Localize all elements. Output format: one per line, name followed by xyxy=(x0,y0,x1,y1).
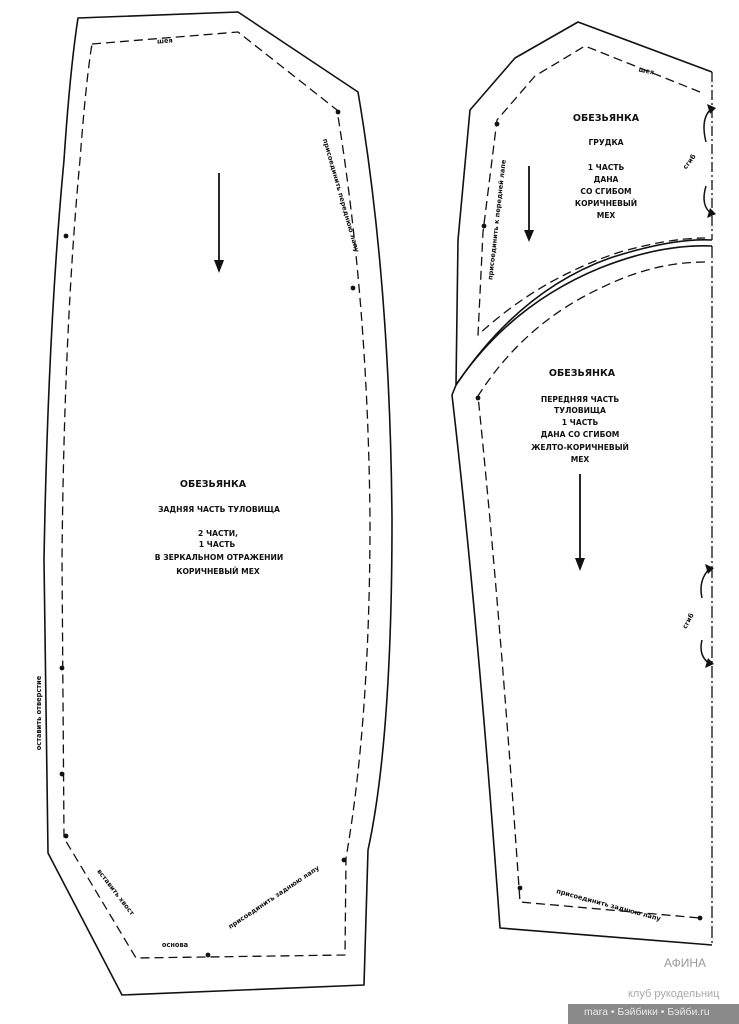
chest-piece-name: ГРУДКА xyxy=(588,138,623,147)
back-edge-attach-back-label: присоединить заднюю лапу xyxy=(227,864,321,931)
watermark-strip xyxy=(568,1004,739,1024)
watermark-subtitle: клуб рукодельниц xyxy=(628,988,720,1000)
chest-piece-line-3: СО СГИБОМ xyxy=(580,187,631,196)
front-piece-name-2: ТУЛОВИЩА xyxy=(554,406,606,415)
back-body-piece: ОБЕЗЬЯНКА ЗАДНЯЯ ЧАСТЬ ТУЛОВИЩА 2 ЧАСТИ,… xyxy=(35,11,393,996)
chest-piece-title: ОБЕЗЬЯНКА xyxy=(573,113,640,124)
front-edge-attach-back-label: присоединить заднюю лапу xyxy=(555,887,662,923)
chest-piece-material-1: КОРИЧНЕВЫЙ xyxy=(575,199,637,208)
back-edge-opening-label: оставить отверстие xyxy=(35,675,43,750)
chest-edge-fold-label: сгиб xyxy=(681,152,698,170)
front-body-piece: ОБЕЗЬЯНКА ПЕРЕДНЯЯ ЧАСТЬ ТУЛОВИЩА 1 ЧАСТ… xyxy=(451,245,714,946)
chest-piece-seam-line xyxy=(477,45,706,336)
watermark-title: АФИНА xyxy=(664,956,707,970)
back-piece-title: ОБЕЗЬЯНКА xyxy=(180,479,247,490)
front-piece-material-1: ЖЕЛТО-КОРИЧНЕВЫЙ xyxy=(531,443,629,452)
front-piece-line-2: ДАНА СО СГИБОМ xyxy=(541,430,620,439)
chest-piece-line-2: ДАНА xyxy=(594,175,619,184)
front-edge-fold-label: сгиб xyxy=(681,611,696,630)
back-piece-quantity-3: В ЗЕРКАЛЬНОМ ОТРАЖЕНИИ xyxy=(155,553,283,562)
chest-piece: ОБЕЗЬЯНКА ГРУДКА 1 ЧАСТЬ ДАНА СО СГИБОМ … xyxy=(455,21,716,386)
chest-grainline-arrow xyxy=(524,166,534,242)
front-grainline-arrow xyxy=(575,474,585,571)
back-piece-material: КОРИЧНЕВЫЙ МЕХ xyxy=(176,567,260,576)
back-piece-seam-line xyxy=(61,31,371,959)
front-piece-line-1: 1 ЧАСТЬ xyxy=(562,418,599,427)
back-piece-name: ЗАДНЯЯ ЧАСТЬ ТУЛОВИЩА xyxy=(158,505,280,514)
front-fold-arrows xyxy=(700,564,714,668)
chest-piece-material-2: МЕХ xyxy=(597,211,616,220)
chest-fold-arrows xyxy=(703,104,716,218)
front-piece-cut-line xyxy=(451,245,713,946)
back-edge-tail-label: вставить хвост xyxy=(95,868,136,918)
back-edge-neck-label: шея xyxy=(157,36,173,45)
front-piece-name-1: ПЕРЕДНЯЯ ЧАСТЬ xyxy=(541,395,620,404)
chest-piece-notches xyxy=(481,121,500,229)
front-piece-seam-line xyxy=(477,261,706,919)
back-piece-quantity-2: 1 ЧАСТЬ xyxy=(199,540,236,549)
front-piece-material-2: МЕХ xyxy=(571,455,590,464)
watermark-site: mara • Бэйбики • Бэйби.ru xyxy=(584,1006,710,1018)
chest-piece-line-1: 1 ЧАСТЬ xyxy=(588,163,625,172)
front-piece-notches xyxy=(475,395,703,921)
back-piece-cut-line xyxy=(43,11,393,996)
back-piece-grainline-arrow xyxy=(214,173,224,273)
back-piece-quantity-1: 2 ЧАСТИ, xyxy=(198,529,238,538)
back-piece-notches xyxy=(59,109,356,958)
front-piece-title: ОБЕЗЬЯНКА xyxy=(549,368,616,379)
chest-edge-neck-label: шея xyxy=(638,65,655,76)
back-edge-base-label: основа xyxy=(162,941,188,949)
back-edge-attach-front-label: присоединить переднюю лапу xyxy=(321,138,361,254)
